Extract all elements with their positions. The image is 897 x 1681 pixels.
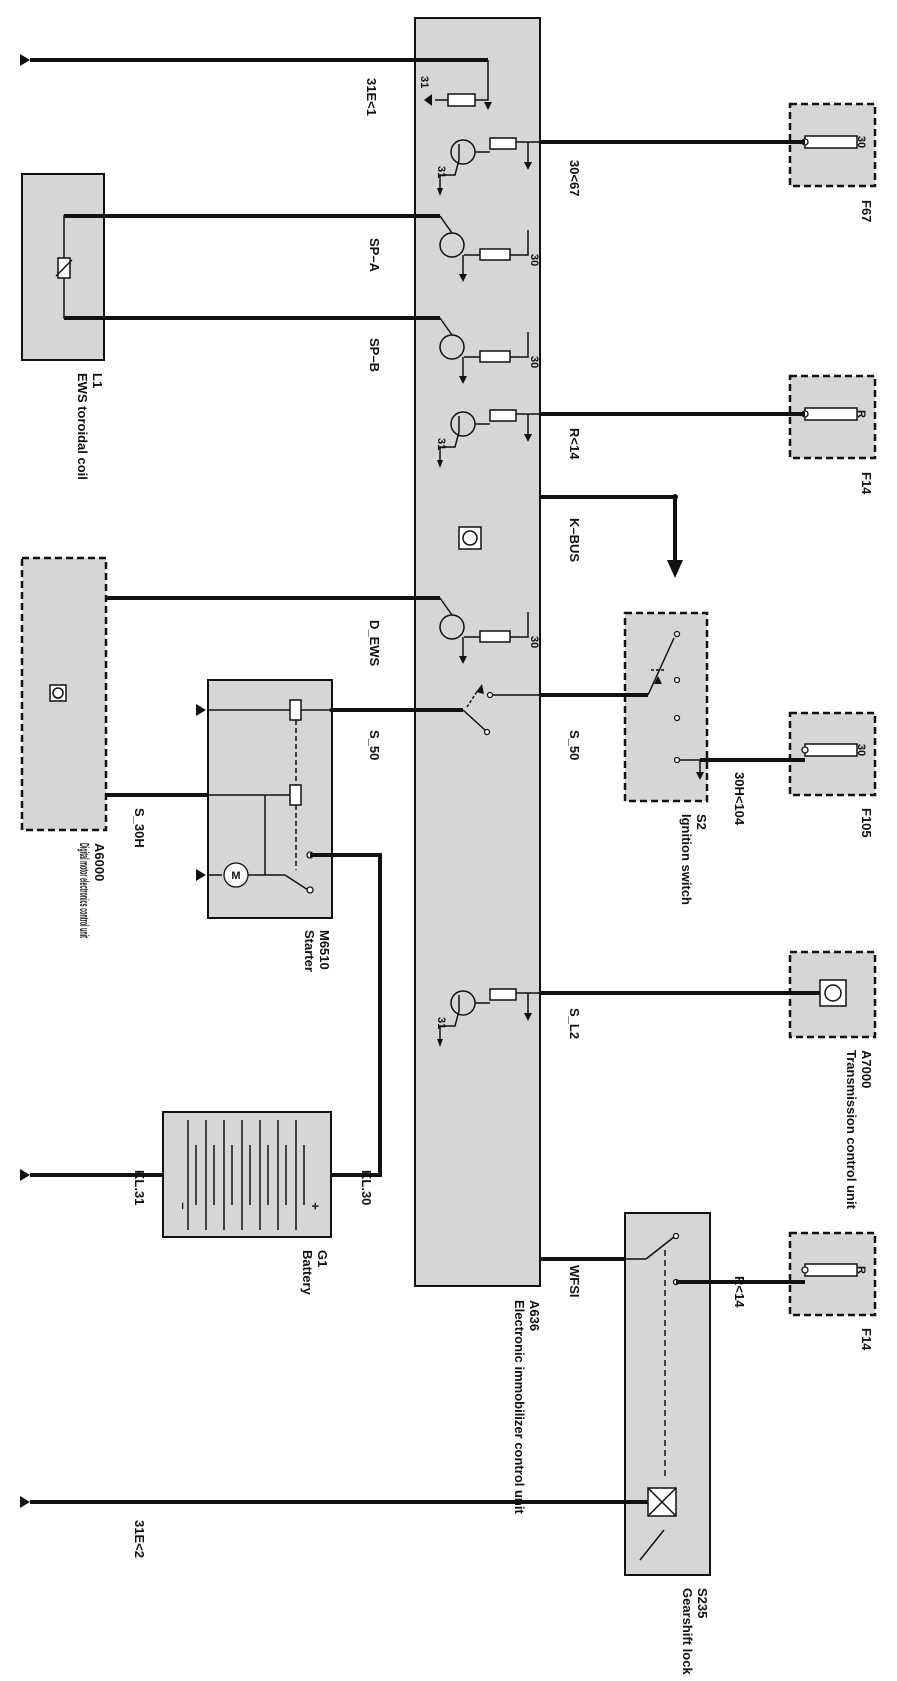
f14-bottom-id: F14 [859,1328,874,1351]
t31-label-3: 31 [435,438,447,450]
g1-name: Battery [300,1250,315,1296]
l1-toroidal-coil [21,173,105,361]
a6000-dme-control-unit [20,556,108,832]
f67-id: F67 [859,200,874,222]
label-31e2: 31E<2 [132,1520,147,1558]
battery-minus-sign: – [176,1202,191,1209]
f67-fuse: 30 [788,102,877,188]
f14-bottom-terminal: R [855,1266,867,1274]
label-30h-104: 30H<104 [732,772,747,826]
f67-terminal: 30 [855,136,867,148]
label-r14-bottom: R<14 [732,1276,747,1308]
f14-fuse-bottom: R [788,1231,877,1317]
label-sp-a: SP–A [367,238,382,273]
a6000-id: A6000 [92,843,107,881]
wires [30,58,820,1504]
m6510-id: M6510 [317,930,332,970]
a636-control-unit-box [414,17,541,1287]
m6510-name: Starter [302,930,317,972]
label-30-67: 30<67 [567,160,582,197]
battery-plus-sign: + [308,1202,323,1210]
g1-battery: – + [162,1111,332,1238]
l1-name: EWS toroidal coil [75,373,90,480]
label-wfsi: WFSI [567,1265,582,1298]
s2-ignition-switch [540,611,709,803]
f105-terminal: 30 [855,744,867,756]
s235-name: Gearshift lock [680,1588,695,1675]
a7000-name: Transmission control unit [844,1050,859,1210]
f14-fuse-top: R [788,374,877,460]
label-d-ews: D_EWS [367,620,382,667]
g1-id: G1 [315,1250,330,1267]
s235-gearshift-lock [540,1212,711,1576]
label-k-bus: K–BUS [567,518,582,562]
t30-label-spa: 30 [528,254,540,266]
t30-label-dews: 30 [528,636,540,648]
t30-label-spb: 30 [528,356,540,368]
s2-name: Ignition switch [679,814,694,905]
label-sp-b: SP–B [367,338,382,372]
a6000-name: Digital motor electronics control unit [77,843,92,938]
label-s-30h: S_30H [132,808,147,848]
label-r14-top: R<14 [567,428,582,460]
a636-name: Electronic immobilizer control unit [512,1300,527,1514]
a636-id: A636 [527,1300,542,1331]
l1-id: L1 [90,373,105,388]
a636-internal-circuits: 31 31 30 30 [418,60,540,1047]
label-s50-left: S_50 [367,730,382,760]
f105-id: F105 [859,808,874,838]
label-s50-right: S_50 [567,730,582,760]
component-labels: L1 EWS toroidal coil A6000 Digital motor… [75,200,874,1675]
f14-top-terminal: R [855,410,867,418]
label-kl31: KL.31 [132,1170,147,1205]
t31-label-2: 31 [435,166,447,178]
t31-label-1: 31 [418,76,430,88]
motor-symbol: M [231,870,240,882]
s2-id: S2 [694,814,709,830]
label-31e1: 31E<1 [364,78,379,116]
a7000-id: A7000 [859,1050,874,1088]
kbus-arrow [667,560,683,578]
m6510-starter: M [196,679,335,919]
label-kl30: KL.30 [359,1170,374,1205]
t31-label-4: 31 [435,1017,447,1029]
f105-fuse: 30 [788,711,877,797]
s235-id: S235 [695,1588,710,1618]
label-s-l2: S_L2 [567,1008,582,1039]
f14-top-id: F14 [859,472,874,495]
signal-labels: 31E<1 30<67 SP–A SP–B R<14 K–BUS D_EWS S… [132,78,747,1558]
